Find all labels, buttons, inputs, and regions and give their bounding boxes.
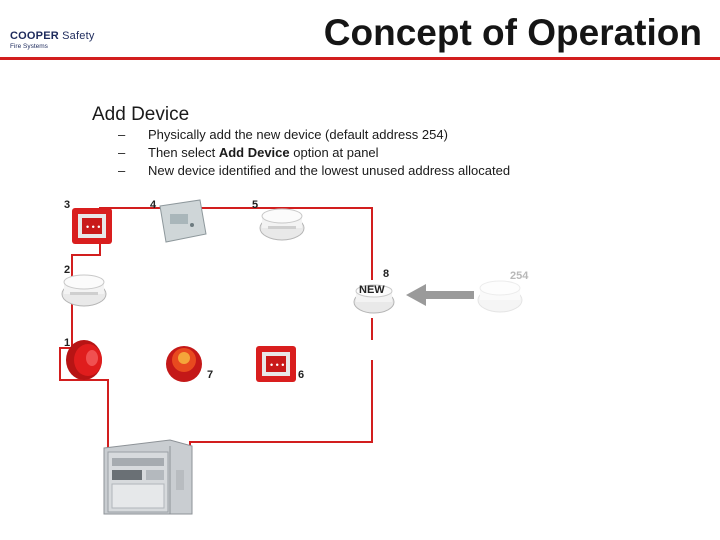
- company-logo: COOPER Safety Fire Systems: [10, 30, 110, 50]
- device-address-label: 6: [298, 369, 305, 381]
- logo-subtitle: Fire Systems: [10, 43, 48, 50]
- smoke-detector-icon: [477, 280, 523, 313]
- device-address-label: 2: [64, 264, 71, 276]
- device-address-label: 7: [207, 369, 214, 381]
- bullet-item: – New device identified and the lowest un…: [118, 162, 510, 180]
- bullet-text: Then select Add Device option at panel: [148, 144, 379, 162]
- device-address-label: 5: [252, 199, 259, 211]
- svg-text:• • •: • • •: [86, 222, 100, 232]
- bullet-dash: –: [118, 145, 126, 160]
- bullet-list: – Physically add the new device (default …: [118, 126, 510, 180]
- bullet-item: – Physically add the new device (default …: [118, 126, 510, 144]
- interface-module-icon: [159, 199, 207, 243]
- bullet-text: New device identified and the lowest unu…: [148, 163, 511, 178]
- sounder-icon: [66, 340, 102, 380]
- bullet-text-post: option at panel: [289, 145, 379, 160]
- logo-safety: Safety: [62, 30, 95, 42]
- bullet-text-bold: Add Device: [218, 145, 290, 160]
- svg-text:• • •: • • •: [270, 360, 284, 370]
- device-address-label: 1: [64, 337, 71, 349]
- logo-brand: COOPER Safety: [10, 30, 110, 42]
- control-panel-icon: [103, 439, 193, 515]
- slide-title: Concept of Operation: [323, 12, 702, 53]
- smoke-detector-icon: [61, 274, 107, 307]
- smoke-detector-icon: [259, 208, 305, 241]
- bullet-dash: –: [118, 163, 126, 178]
- bullet-item: – Then select Add Device option at panel: [118, 144, 510, 162]
- header-divider: [0, 57, 720, 60]
- smoke-detector-icon: [353, 284, 395, 314]
- section-heading: Add Device: [92, 104, 190, 125]
- arrow-left-icon: [406, 284, 474, 306]
- device-address-label: 8: [383, 268, 390, 280]
- loop-wiring: [59, 207, 373, 470]
- bullet-text-pre: Then select: [148, 145, 219, 160]
- beacon-sounder-icon: [166, 346, 202, 382]
- call-point-icon: • • •: [256, 346, 296, 382]
- new-device-tag: NEW: [359, 284, 385, 296]
- logo-cooper: COOPER: [10, 30, 59, 42]
- bullet-dash: –: [118, 127, 126, 142]
- device-address-label: 4: [150, 199, 157, 211]
- bullet-text: Physically add the new device (default a…: [148, 127, 448, 142]
- call-point-icon: • • •: [72, 208, 112, 244]
- device-address-label: 3: [64, 199, 71, 211]
- default-address-label: 254: [510, 270, 529, 282]
